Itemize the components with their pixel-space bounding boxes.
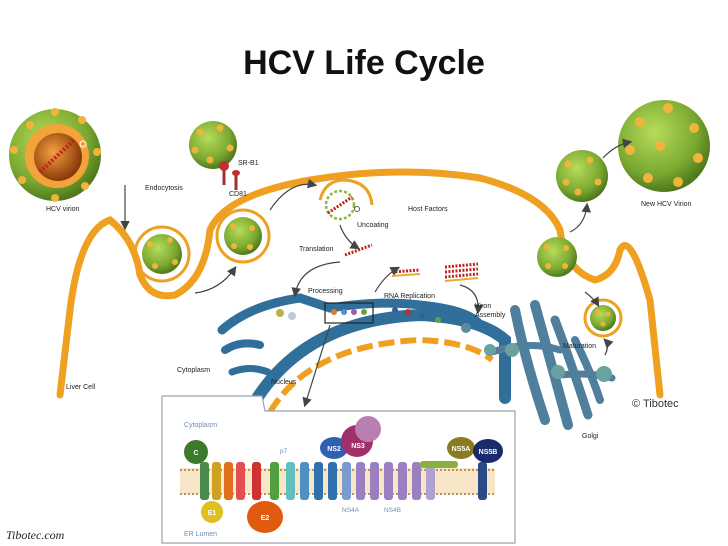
endosome-vesicle-1 (133, 225, 191, 283)
label-liver-cell: Liver Cell (66, 384, 96, 391)
inset-transmembrane-helices (200, 462, 487, 500)
label-e2: E2 (261, 515, 270, 522)
er-branch (221, 339, 264, 354)
protein-ns3-domain (355, 416, 381, 442)
label-ns4a: NS4A (342, 507, 360, 514)
er-protein-dots (276, 307, 471, 333)
label-sr-b1: SR-B1 (238, 160, 259, 167)
inset-proteins (184, 416, 503, 533)
inset-label-er-lumen: ER Lumen (184, 531, 218, 538)
label-ns5a: NS5A (452, 446, 471, 453)
protein-c (184, 440, 208, 464)
protein-ns5a (447, 437, 475, 459)
label-ns2: NS2 (327, 446, 341, 453)
label-translation: Translation (299, 246, 334, 253)
receptors (219, 161, 240, 190)
label-cd81: CD81 (229, 191, 247, 198)
label-c: C (193, 450, 198, 457)
processing-highlight-box (324, 302, 374, 324)
virus-spikes (147, 103, 703, 327)
er-branch-2 (228, 365, 272, 376)
inset-protein-labels: C E1 E2 NS2 NS3 NS5A NS5B (193, 443, 497, 522)
ns5a-helix (420, 461, 458, 468)
label-e1: E1 (208, 510, 217, 517)
virion-endosome-2 (224, 217, 262, 255)
label-endocytosis: Endocytosis (145, 185, 183, 192)
uncoating-capsid (324, 189, 360, 221)
protein-ns5b (473, 439, 503, 463)
endosome-vesicle-2 (215, 208, 271, 264)
protein-ns2 (320, 437, 348, 459)
label-uncoating: Uncoating (357, 222, 389, 229)
credit-tibotec-com: Tibotec.com (6, 528, 65, 542)
maturation-vesicle (583, 298, 623, 338)
label-cytoplasm: Cytoplasm (177, 367, 211, 374)
label-ns3: NS3 (351, 443, 365, 450)
rna-strand-translation (344, 243, 373, 257)
virion-budding (537, 237, 577, 277)
label-processing: Processing (308, 288, 343, 295)
label-golgi: Golgi (582, 433, 599, 440)
label-maturation: Maturation (563, 343, 597, 350)
label-ns5b: NS5B (479, 449, 498, 456)
virion-released (556, 150, 608, 202)
label-nucleus: Nucleus (271, 379, 297, 386)
rna-replication-strands (391, 262, 479, 282)
nucleus-inner-envelope (267, 336, 494, 414)
inset-label-cytoplasm: Cytoplasm (184, 422, 218, 429)
label-p7: p7 (280, 448, 288, 455)
label-new-hcv-virion: New HCV Virion (641, 201, 692, 208)
uncoating-membrane (318, 178, 374, 206)
copyright-tibotec: © Tibotec (632, 398, 679, 410)
label-viron-assembly: Viron Assembly (475, 303, 506, 319)
golgi-vesicles (484, 343, 612, 382)
golgi-apparatus (488, 300, 616, 430)
er-membrane (217, 293, 485, 335)
nucleus-outer-envelope (244, 308, 511, 416)
label-rna-replication: RNA Replication (384, 293, 435, 300)
cell-membrane (56, 168, 664, 399)
label-host-factors: Host Factors (408, 206, 448, 213)
hcv-virion-cutaway (9, 108, 101, 202)
inset-blue-labels: p7 NS4A NS4B (280, 448, 401, 514)
label-hcv-virion: HCV virion (46, 206, 80, 213)
virion-endosome-1 (142, 234, 182, 274)
protein-e2 (247, 501, 283, 533)
virion-in-vesicle (590, 305, 616, 331)
cycle-arrows (120, 138, 633, 408)
label-ns4b: NS4B (384, 507, 401, 514)
page-title: HCV Life Cycle (243, 44, 485, 82)
protein-e1 (201, 501, 223, 523)
